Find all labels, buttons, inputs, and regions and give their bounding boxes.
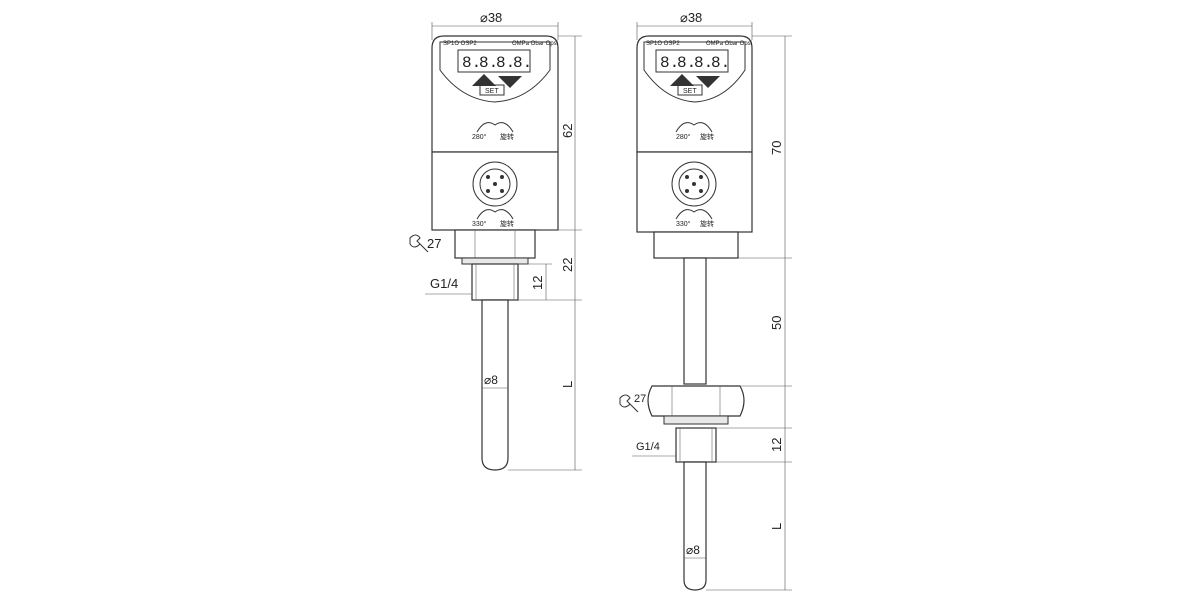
left-top-diameter-dim: ⌀38 <box>431 10 559 40</box>
left-tube-diameter: ⌀8 <box>484 373 498 387</box>
right-tube-diameter: ⌀8 <box>686 543 700 557</box>
left-digit-4: 8. <box>513 54 532 72</box>
left-housing-head <box>431 35 559 153</box>
left-rotation-top-word: 旋转 <box>500 132 514 141</box>
left-display-bezel <box>439 41 551 103</box>
left-vertical-dims: 62 22 12 L <box>508 35 582 471</box>
right-rotation-top-word: 旋转 <box>700 132 714 141</box>
right-digit-1: 8. <box>660 54 679 72</box>
left-down-button-icon[interactable] <box>498 76 522 88</box>
right-digit-4: 8. <box>711 54 730 72</box>
right-rotation-bottom-word: 旋转 <box>700 219 714 228</box>
right-sensor: ⌀38 SP1O OSP2 OMPa Obar Opsi 8. 8. 8. 8.… <box>619 10 792 591</box>
right-rotation-top: 280° <box>676 133 691 141</box>
left-wrench-size: 27 <box>427 236 441 251</box>
left-indicator-labels: SP1O OSP2 <box>443 41 477 47</box>
left-dim-22: 22 <box>560 258 575 272</box>
left-rotation-top: 280° <box>472 133 487 141</box>
right-digit-3: 8. <box>694 54 713 72</box>
right-dim-12: 12 <box>769 438 784 452</box>
right-up-button-icon[interactable] <box>670 74 694 86</box>
left-display-window <box>457 49 531 73</box>
left-dim-L: L <box>560 381 575 388</box>
left-thread-label: G1/4 <box>430 276 458 291</box>
right-wrench-size: 27 <box>634 393 646 405</box>
left-rotation-bottom: 330° <box>472 220 487 228</box>
right-dim-50: 50 <box>769 316 784 330</box>
right-down-button-icon[interactable] <box>696 76 720 88</box>
right-top-diameter-dim: ⌀38 <box>636 10 753 40</box>
right-rotation-bottom: 330° <box>676 220 691 228</box>
left-rotate-bottom-icon <box>476 209 514 220</box>
left-rotate-top-icon <box>476 122 514 133</box>
left-thread <box>471 263 519 301</box>
right-housing-lower <box>636 151 753 233</box>
right-rotate-top-icon <box>675 122 713 133</box>
right-thread <box>675 427 717 463</box>
right-tube-upper <box>683 257 707 385</box>
right-thread-label: G1/4 <box>636 441 660 453</box>
left-tube <box>481 299 509 471</box>
right-diameter-label: ⌀38 <box>680 10 702 25</box>
right-rotate-bottom-icon <box>675 209 713 220</box>
left-wrench-icon <box>409 234 429 253</box>
left-dim-12: 12 <box>530 276 545 290</box>
right-vertical-dims: 70 50 12 L <box>706 35 792 591</box>
left-digits: 8. 8. 8. 8. <box>462 54 532 72</box>
left-housing-lower <box>431 151 559 231</box>
left-connector <box>472 161 518 207</box>
left-sensor: ⌀38 SP1O OSP2 OMPa Obar Opsi 8. 8. 8. 8.… <box>409 10 582 471</box>
right-dim-70: 70 <box>769 141 784 155</box>
right-tube-lower <box>683 461 707 591</box>
right-dim-L: L <box>769 523 784 530</box>
right-digit-2: 8. <box>677 54 696 72</box>
right-display-window <box>655 49 729 73</box>
right-wrench-icon <box>619 394 639 413</box>
right-neck <box>653 231 739 259</box>
left-diameter-label: ⌀38 <box>480 10 502 25</box>
right-compression-nut <box>647 385 745 417</box>
left-set-label: SET <box>485 88 499 95</box>
left-unit-labels: OMPa Obar Opsi <box>512 41 558 47</box>
left-set-button[interactable] <box>479 84 505 96</box>
left-up-button-icon[interactable] <box>472 74 496 86</box>
right-housing-head <box>636 35 753 153</box>
right-digits: 8. 8. 8. 8. <box>660 54 730 72</box>
right-connector <box>671 161 717 207</box>
left-digit-1: 8. <box>462 54 481 72</box>
left-digit-2: 8. <box>479 54 498 72</box>
right-set-button[interactable] <box>677 84 703 96</box>
left-dim-62: 62 <box>560 124 575 138</box>
right-display-bezel <box>643 41 746 103</box>
right-indicator-labels: SP1O OSP2 <box>646 41 680 47</box>
left-hex-base <box>454 229 536 259</box>
right-set-label: SET <box>683 88 697 95</box>
left-rotation-bottom-word: 旋转 <box>500 219 514 228</box>
left-digit-3: 8. <box>496 54 515 72</box>
right-unit-labels: OMPa Obar Opsi <box>706 41 752 47</box>
